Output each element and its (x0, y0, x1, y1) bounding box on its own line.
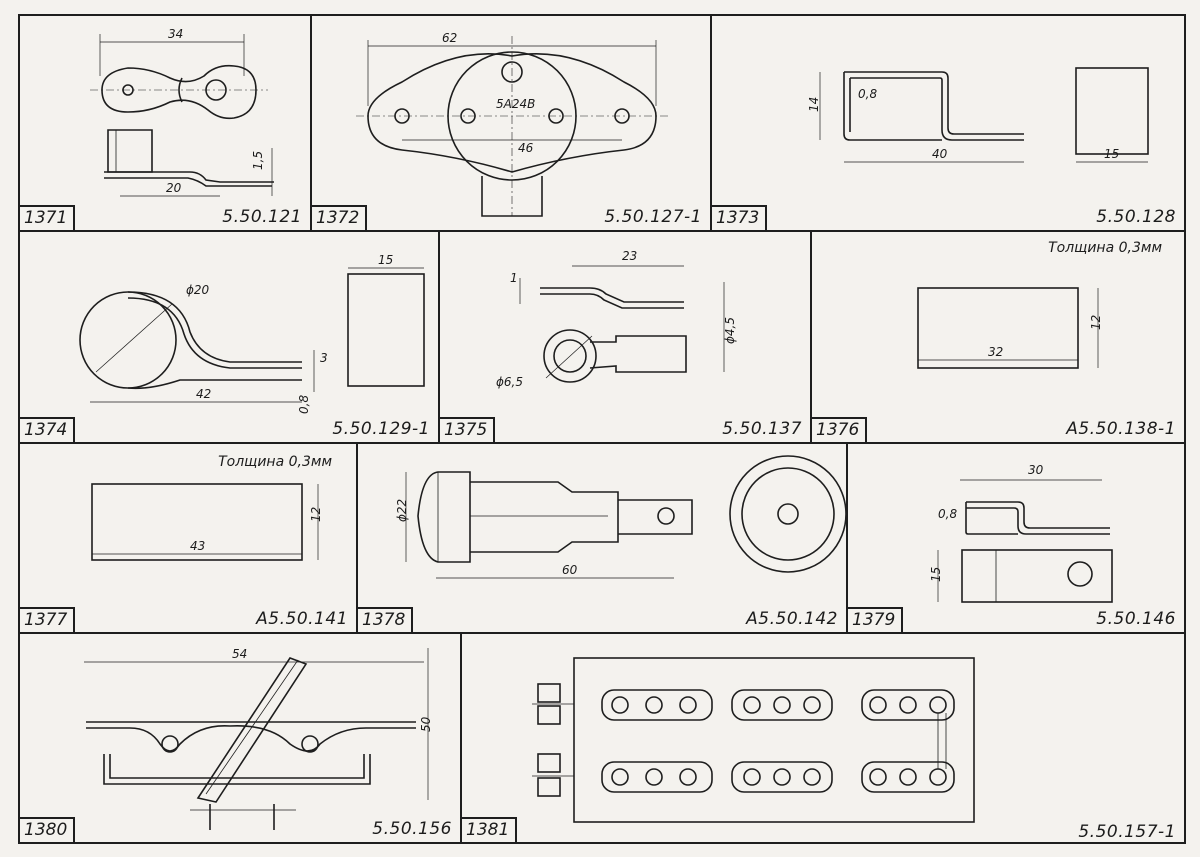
part-code: А5.50.138-1 (1066, 419, 1176, 439)
dim-1373-14: 14 (807, 97, 821, 112)
part-code: 5.50.127-1 (604, 207, 702, 227)
dim-1375-23: 23 (622, 249, 637, 263)
part-code: 5.50.146 (1096, 609, 1176, 629)
dim-1372-46: 46 (518, 141, 534, 155)
drawing-1376: 32 12 (917, 287, 1103, 369)
part-number: 1376 (812, 417, 868, 442)
part-number: 1379 (848, 607, 904, 632)
dim-1371-20: 20 (166, 181, 182, 195)
dim-1374-3: 3 (320, 351, 328, 365)
dim-1373-15: 15 (1104, 147, 1119, 161)
drawing-1375: 23 1 ϕ6,5 ϕ4,5 (496, 249, 737, 389)
dim-1374-phi20: ϕ20 (186, 283, 210, 297)
cell-1372: 62 5А24В 46 1372 5.50.127-1 (310, 14, 712, 232)
part-number: 1372 (312, 205, 368, 230)
part-number: 1371 (20, 205, 76, 230)
cell-1374: ϕ20 42 3 0,8 15 1374 5.50.129-1 (18, 230, 440, 444)
dim-1372-62: 62 (442, 31, 457, 45)
dim-1377-43: 43 (190, 539, 205, 553)
dim-1374-42: 42 (196, 387, 211, 401)
part-code: 5.50.128 (1096, 207, 1176, 227)
dim-1375-1: 1 (510, 271, 518, 285)
dim-1371-34: 34 (168, 27, 183, 41)
part-number: 1378 (358, 607, 414, 632)
thickness-note: Толщина 0,3мм (218, 454, 332, 470)
dim-1373-0-8: 0,8 (858, 87, 877, 101)
part-code: 5.50.137 (722, 419, 802, 439)
cell-1378: ϕ22 60 1378 А5.50.142 (356, 442, 848, 634)
dim-1379-30: 30 (1028, 463, 1044, 477)
thickness-note: Толщина 0,3мм (1048, 240, 1162, 256)
dim-1377-12: 12 (309, 507, 323, 522)
drawing-1377: 43 12 (91, 483, 323, 561)
drawing-1378: ϕ22 60 (395, 455, 847, 579)
dim-1374-15: 15 (378, 253, 393, 267)
dim-1374-0-8: 0,8 (297, 395, 311, 414)
part-code: 5.50.129-1 (332, 419, 430, 439)
cell-1371: 34 20 1,5 1371 5.50.121 (18, 14, 312, 232)
dim-1376-12: 12 (1089, 315, 1103, 330)
drawing-1373: 14 0,8 40 15 (807, 67, 1149, 163)
part-number: 1380 (20, 817, 76, 842)
dim-1378-60: 60 (562, 563, 578, 577)
part-code: 5.50.121 (222, 207, 302, 227)
cell-1375: 23 1 ϕ6,5 ϕ4,5 1375 5.50.137 (438, 230, 812, 444)
part-code: 5.50.157-1 (1078, 822, 1176, 842)
dim-1380-54: 54 (232, 647, 247, 661)
marking-1372: 5А24В (496, 97, 535, 111)
cell-1373: 14 0,8 40 15 1373 5.50.128 (710, 14, 1186, 232)
cell-1381: 1381 5.50.157-1 (460, 632, 1186, 844)
part-number: 1374 (20, 417, 76, 442)
part-number: 1373 (712, 205, 768, 230)
dim-1379-15: 15 (929, 567, 943, 582)
drawing-1371: 34 20 1,5 (90, 27, 274, 197)
dim-1373-40: 40 (932, 147, 948, 161)
dim-1371-1-5: 1,5 (251, 151, 265, 170)
drawing-1372: 62 5А24В 46 (356, 31, 668, 217)
drawing-1380: 54 50 (84, 647, 433, 830)
part-number: 1375 (440, 417, 496, 442)
part-number: 1381 (462, 817, 518, 842)
cell-1376: Толщина 0,3мм 32 12 1376 А5.50.138-1 (810, 230, 1186, 444)
dim-1375-phi4-5: ϕ4,5 (723, 317, 737, 344)
drawing-1374: ϕ20 42 3 0,8 15 (79, 253, 425, 414)
cell-1377: Толщина 0,3мм 43 12 1377 А5.50.141 (18, 442, 358, 634)
dim-1378-phi22: ϕ22 (395, 499, 409, 522)
dim-1375-phi6-5: ϕ6,5 (496, 375, 523, 389)
dim-1376-32: 32 (988, 345, 1003, 359)
cell-1380: 54 50 1380 5.50.156 (18, 632, 462, 844)
dim-1380-50: 50 (419, 716, 433, 732)
part-code: 5.50.156 (372, 819, 452, 839)
drawing-1379: 30 0,8 15 (929, 463, 1113, 603)
part-number: 1377 (20, 607, 76, 632)
dim-1379-0-8: 0,8 (938, 507, 957, 521)
drawing-1381 (532, 657, 975, 823)
cell-1379: 30 0,8 15 1379 5.50.146 (846, 442, 1186, 634)
part-code: А5.50.141 (256, 609, 348, 629)
part-code: А5.50.142 (746, 609, 838, 629)
